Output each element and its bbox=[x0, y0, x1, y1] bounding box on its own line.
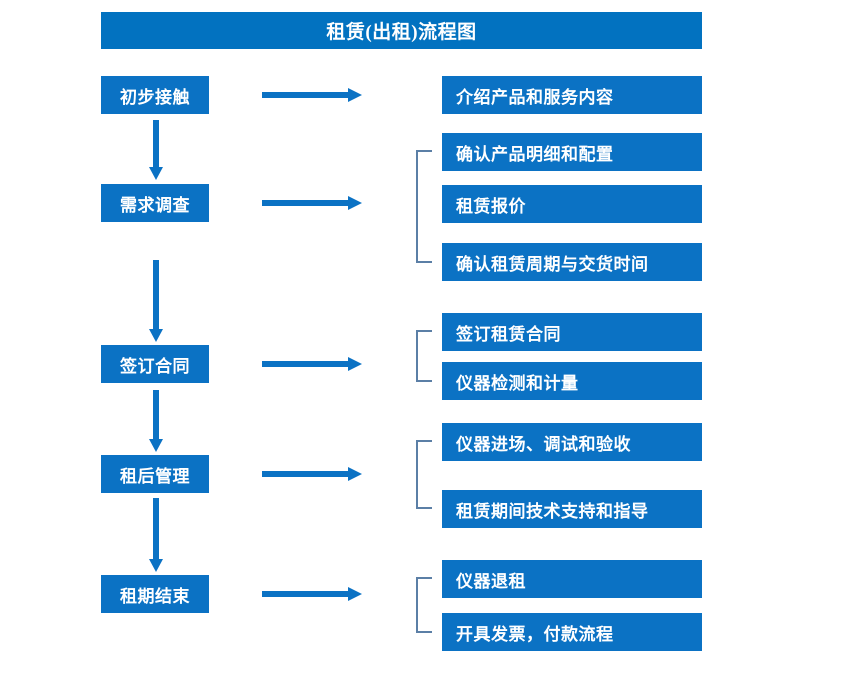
arrow-head-right-icon bbox=[348, 587, 362, 601]
detail-box-lease-quotation[interactable]: 租赁报价 bbox=[442, 185, 702, 223]
detail-box-technical-support[interactable]: 租赁期间技术支持和指导 bbox=[442, 490, 702, 528]
arrow-head-down-icon bbox=[149, 559, 163, 572]
arrow-shaft bbox=[262, 92, 348, 98]
arrow-head-down-icon bbox=[149, 439, 163, 452]
arrow-head-right-icon bbox=[348, 357, 362, 371]
arrow-shaft bbox=[262, 471, 348, 477]
stage-box-sign-contract[interactable]: 签订合同 bbox=[101, 345, 209, 383]
stage-box-initial-contact[interactable]: 初步接触 bbox=[101, 76, 209, 114]
stage-box-lease-end[interactable]: 租期结束 bbox=[101, 575, 209, 613]
vertical-arrow-3 bbox=[149, 390, 163, 452]
arrow-head-down-icon bbox=[149, 167, 163, 180]
arrow-shaft bbox=[153, 120, 159, 167]
stage-box-post-lease-management[interactable]: 租后管理 bbox=[101, 455, 209, 493]
arrow-shaft bbox=[153, 498, 159, 559]
detail-box-instrument-return[interactable]: 仪器退租 bbox=[442, 560, 702, 598]
detail-box-invoice-payment[interactable]: 开具发票，付款流程 bbox=[442, 613, 702, 651]
vertical-arrow-2 bbox=[149, 260, 163, 342]
group-bracket-post-lease bbox=[416, 440, 432, 509]
arrow-head-right-icon bbox=[348, 467, 362, 481]
group-bracket-sign-contract bbox=[416, 330, 432, 382]
stage-box-demand-survey[interactable]: 需求调查 bbox=[101, 184, 209, 222]
detail-box-confirm-lease-period[interactable]: 确认租赁周期与交货时间 bbox=[442, 243, 702, 281]
arrow-head-down-icon bbox=[149, 329, 163, 342]
horizontal-arrow-5 bbox=[262, 587, 362, 601]
detail-box-instrument-entry-commissioning[interactable]: 仪器进场、调试和验收 bbox=[442, 423, 702, 461]
arrow-shaft bbox=[262, 200, 348, 206]
vertical-arrow-4 bbox=[149, 498, 163, 572]
arrow-shaft bbox=[262, 361, 348, 367]
arrow-shaft bbox=[262, 591, 348, 597]
detail-box-instrument-inspection[interactable]: 仪器检测和计量 bbox=[442, 362, 702, 400]
detail-box-introduce-products[interactable]: 介绍产品和服务内容 bbox=[442, 76, 702, 114]
group-bracket-demand-survey bbox=[416, 150, 432, 263]
group-bracket-lease-end bbox=[416, 577, 432, 633]
diagram-title: 租赁(出租)流程图 bbox=[101, 12, 702, 49]
horizontal-arrow-2 bbox=[262, 196, 362, 210]
arrow-head-right-icon bbox=[348, 196, 362, 210]
detail-box-confirm-product-details[interactable]: 确认产品明细和配置 bbox=[442, 133, 702, 171]
arrow-head-right-icon bbox=[348, 88, 362, 102]
horizontal-arrow-4 bbox=[262, 467, 362, 481]
arrow-shaft bbox=[153, 260, 159, 329]
detail-box-sign-lease-contract[interactable]: 签订租赁合同 bbox=[442, 313, 702, 351]
arrow-shaft bbox=[153, 390, 159, 439]
vertical-arrow-1 bbox=[149, 120, 163, 180]
horizontal-arrow-3 bbox=[262, 357, 362, 371]
horizontal-arrow-1 bbox=[262, 88, 362, 102]
